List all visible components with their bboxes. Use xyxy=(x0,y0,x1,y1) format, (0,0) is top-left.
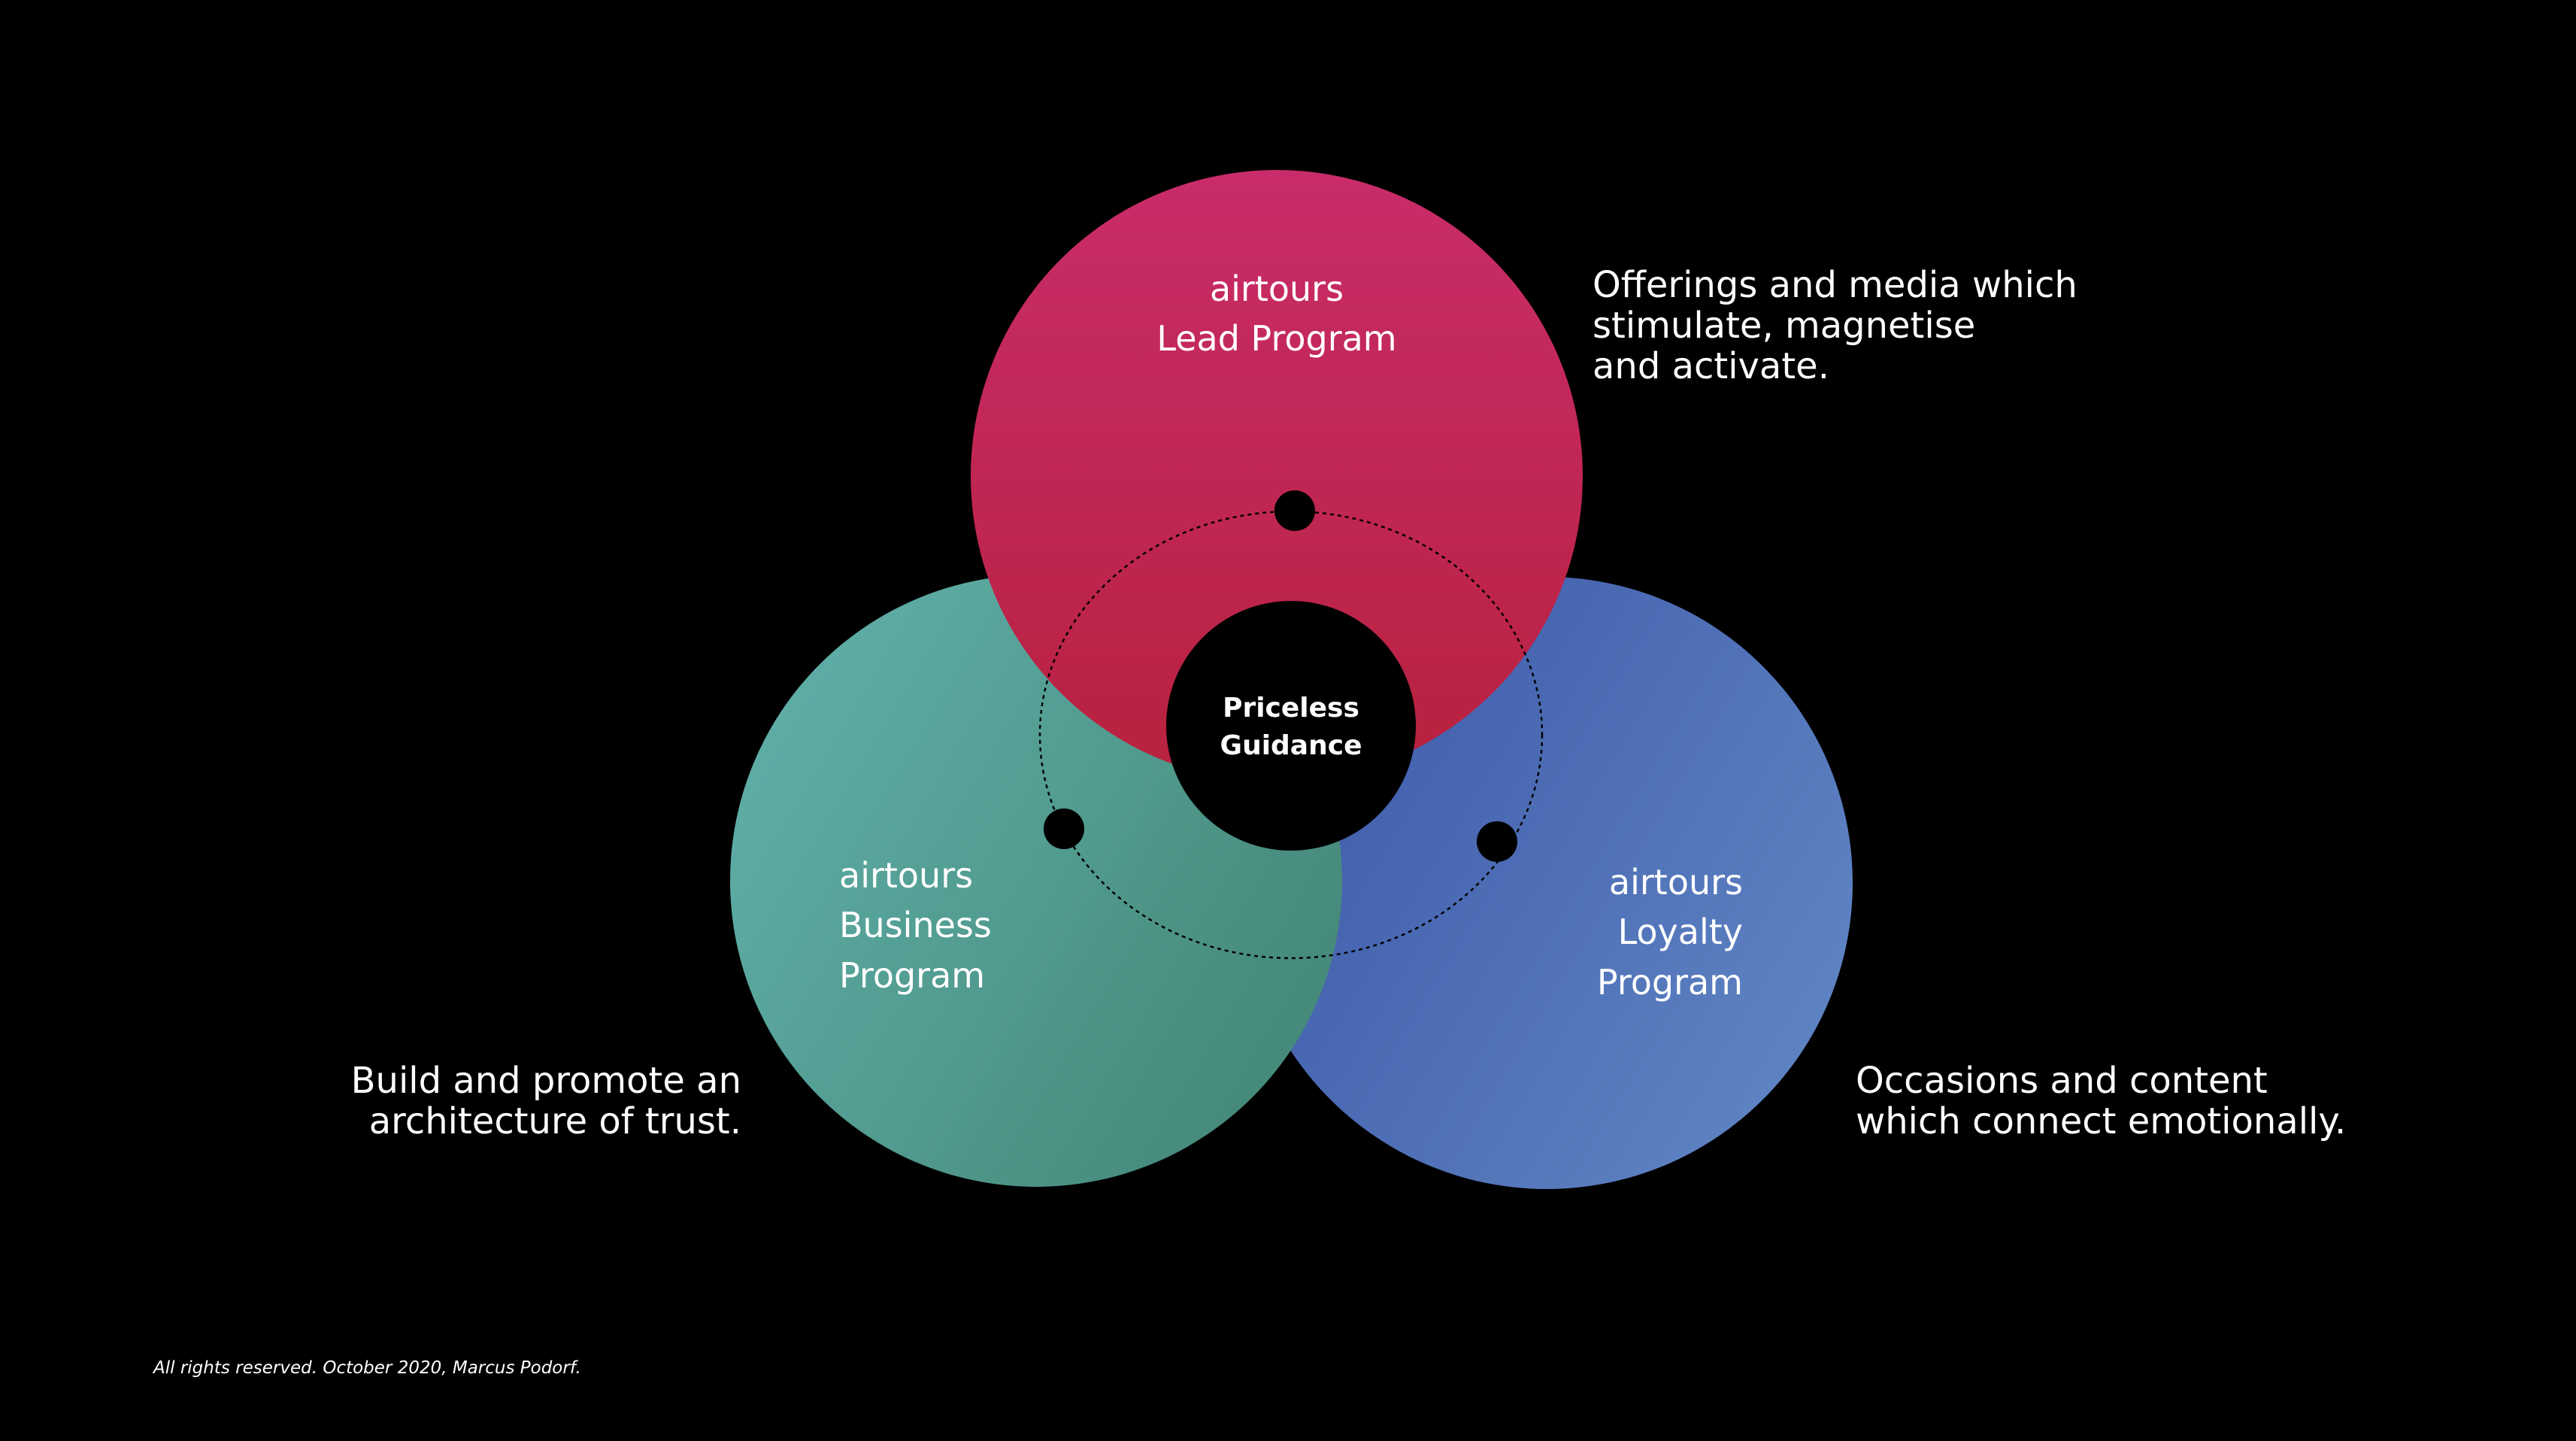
loyalty-description: Occasions and content which connect emot… xyxy=(1856,1060,2346,1142)
center-label-line1: Priceless xyxy=(1223,693,1359,724)
loyalty-label-line1: airtours xyxy=(1609,862,1743,903)
business-label-line2: Business xyxy=(839,905,992,945)
orbit-ring xyxy=(1038,510,1544,960)
orbit-dot-left xyxy=(1044,808,1084,849)
business-description-line2: architecture of trust. xyxy=(368,1100,741,1142)
lead-program-circle xyxy=(971,170,1583,782)
lead-description: Offerings and media which stimulate, mag… xyxy=(1593,265,2077,387)
lead-label-line2: Lead Program xyxy=(1156,318,1396,359)
business-label-line1: airtours xyxy=(839,855,973,896)
orbit-dot-top xyxy=(1274,490,1315,531)
business-description: Build and promote an architecture of tru… xyxy=(351,1060,741,1142)
orbit-dot-right xyxy=(1477,821,1517,862)
lead-description-line1: Offerings and media which xyxy=(1593,264,2077,306)
lead-description-line2: stimulate, magnetise xyxy=(1593,305,1976,347)
lead-description-line3: and activate. xyxy=(1593,345,1829,387)
loyalty-description-line2: which connect emotionally. xyxy=(1856,1100,2347,1142)
business-label-line3: Program xyxy=(839,955,985,996)
loyalty-label-line3: Program xyxy=(1597,962,1743,1003)
business-description-line1: Build and promote an xyxy=(350,1060,741,1102)
copyright-footer: All rights reserved. October 2020, Marcu… xyxy=(153,1358,581,1378)
center-label-line2: Guidance xyxy=(1220,730,1362,761)
loyalty-label-line2: Loyalty xyxy=(1618,912,1743,952)
loyalty-description-line1: Occasions and content xyxy=(1856,1060,2268,1102)
lead-label-line1: airtours xyxy=(1210,268,1344,309)
center-circle xyxy=(1166,601,1416,851)
